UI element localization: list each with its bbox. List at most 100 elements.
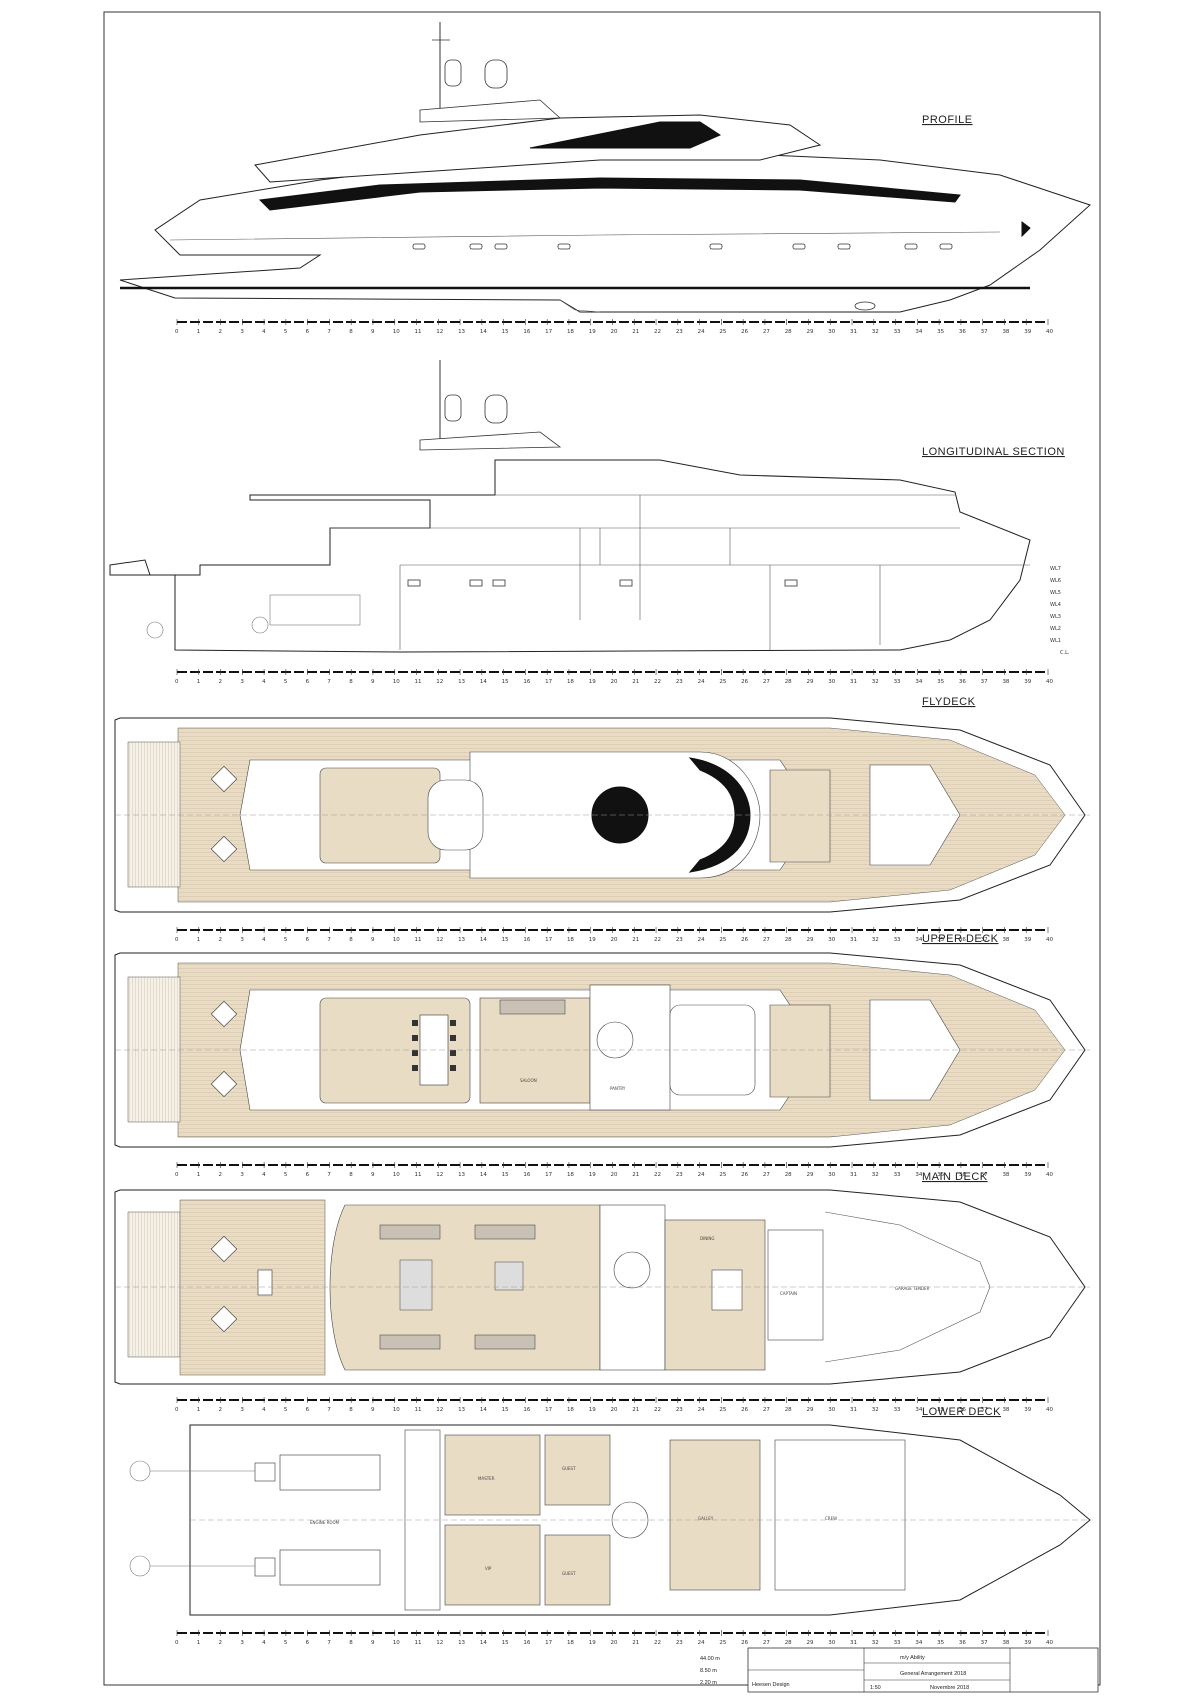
upper-saloon-label: SALOON bbox=[520, 1078, 537, 1083]
ruler-frame-number: 34 bbox=[915, 329, 922, 335]
ruler-frame-number: 11 bbox=[415, 329, 422, 335]
ruler-frame-number: 5 bbox=[284, 679, 288, 685]
ruler-frame-number: 2 bbox=[219, 1172, 223, 1178]
ruler-frame-number: 8 bbox=[349, 329, 353, 335]
ruler-frame-number: 8 bbox=[349, 679, 353, 685]
ruler-frame-number: 30 bbox=[828, 937, 835, 943]
ruler-frame-number: 33 bbox=[894, 1172, 901, 1178]
ruler-frame-number: 36 bbox=[959, 329, 966, 335]
ruler-frame-number: 19 bbox=[589, 329, 596, 335]
ruler-frame-number: 15 bbox=[502, 1172, 509, 1178]
ruler-frame-number: 18 bbox=[567, 1172, 574, 1178]
ruler-frame-number: 4 bbox=[262, 1407, 266, 1413]
ruler-frame-number: 33 bbox=[894, 1640, 901, 1646]
ruler-frame-number: 40 bbox=[1046, 329, 1053, 335]
ruler-frame-number: 19 bbox=[589, 937, 596, 943]
ruler-frame-number: 40 bbox=[1046, 1407, 1053, 1413]
section-portholes bbox=[407, 579, 798, 587]
radar-mast bbox=[419, 22, 562, 123]
ruler-frame-number: 34 bbox=[915, 1640, 922, 1646]
ruler-frame-number: 12 bbox=[436, 679, 443, 685]
ruler-frame-number: 3 bbox=[240, 1172, 244, 1178]
ruler-frame-number: 20 bbox=[611, 1407, 618, 1413]
lower-stair bbox=[611, 1501, 649, 1539]
upper-pantry-label: PANTRY bbox=[610, 1086, 626, 1091]
ruler-frame-number: 29 bbox=[806, 329, 813, 335]
ruler-frame-number: 15 bbox=[502, 1640, 509, 1646]
ruler-frame-number: 21 bbox=[632, 329, 639, 335]
ruler-frame-number: 6 bbox=[306, 329, 310, 335]
ruler-frame-number: 22 bbox=[654, 679, 661, 685]
ruler-frame-number: 2 bbox=[219, 1640, 223, 1646]
ruler-frame-number: 4 bbox=[262, 1640, 266, 1646]
main-swim-platform bbox=[127, 1211, 181, 1358]
ruler-frame-number: 4 bbox=[262, 329, 266, 335]
ruler-frame-number: 16 bbox=[523, 679, 530, 685]
ruler-frame-number: 18 bbox=[567, 679, 574, 685]
ruler-frame-number: 25 bbox=[719, 1407, 726, 1413]
upper-loungers bbox=[210, 1000, 238, 1098]
svg-text:WL7: WL7 bbox=[1050, 566, 1061, 572]
ruler-frame-number: 19 bbox=[589, 1407, 596, 1413]
ruler-frame-number: 8 bbox=[349, 1640, 353, 1646]
ruler-frame-number: 17 bbox=[545, 329, 552, 335]
ruler-frame-number: 19 bbox=[589, 679, 596, 685]
ruler-frame-number: 20 bbox=[611, 1172, 618, 1178]
ruler-frame-number: 33 bbox=[894, 937, 901, 943]
ruler-frame-number: 0 bbox=[175, 679, 179, 685]
ruler-frame-number: 7 bbox=[327, 1407, 331, 1413]
ruler-frame-number: 30 bbox=[828, 679, 835, 685]
ruler-frame-number: 9 bbox=[371, 1172, 375, 1178]
ruler-frame-number: 30 bbox=[828, 1172, 835, 1178]
ruler-frame-number: 10 bbox=[393, 937, 400, 943]
ruler-frame-number: 17 bbox=[545, 937, 552, 943]
ruler-frame-number: 10 bbox=[393, 329, 400, 335]
main-aft-deck bbox=[179, 1199, 326, 1376]
ruler-frame-number: 25 bbox=[719, 679, 726, 685]
ruler-frame-number: 30 bbox=[828, 1407, 835, 1413]
main-deck-plan: MAIN DECK SALOON DINING CAPTAIN GARAGE T… bbox=[114, 1171, 1090, 1413]
ruler-frame-number: 39 bbox=[1024, 1640, 1031, 1646]
upper-sofa bbox=[499, 999, 566, 1015]
ruler-frame-number: 10 bbox=[393, 1640, 400, 1646]
ruler-frame-number: 39 bbox=[1024, 937, 1031, 943]
ruler-frame-number: 12 bbox=[436, 1640, 443, 1646]
ruler-frame-number: 11 bbox=[415, 937, 422, 943]
ruler-frame-number: 26 bbox=[741, 679, 748, 685]
section-mast bbox=[419, 360, 562, 451]
ruler-frame-number: 21 bbox=[632, 679, 639, 685]
lower-vip-cabin bbox=[444, 1524, 541, 1606]
ruler-frame-number: 14 bbox=[480, 329, 487, 335]
ruler-frame-number: 28 bbox=[785, 1172, 792, 1178]
sheet-border bbox=[103, 11, 1101, 1686]
ruler-frame-number: 23 bbox=[676, 329, 683, 335]
ruler-frame-number: 18 bbox=[567, 329, 574, 335]
ruler-frame-number: 38 bbox=[1002, 329, 1009, 335]
ruler-frame-number: 40 bbox=[1046, 679, 1053, 685]
svg-text:WL3: WL3 bbox=[1050, 614, 1061, 620]
ruler-frame-number: 13 bbox=[458, 679, 465, 685]
ruler-frame-number: 6 bbox=[306, 679, 310, 685]
ruler-frame-number: 13 bbox=[458, 1407, 465, 1413]
ruler-frame-number: 3 bbox=[240, 679, 244, 685]
ruler-frame-number: 21 bbox=[632, 1172, 639, 1178]
section-title-profile: PROFILE bbox=[922, 114, 973, 126]
ruler-frame-number: 35 bbox=[937, 937, 944, 943]
ruler-frame-number: 32 bbox=[872, 937, 879, 943]
ruler-frame-number: 34 bbox=[915, 679, 922, 685]
tb-date: Novembre 2018 bbox=[930, 1685, 969, 1691]
ruler-frame-number: 14 bbox=[480, 679, 487, 685]
ruler-frame-number: 30 bbox=[828, 1640, 835, 1646]
section-bulkheads bbox=[399, 495, 881, 650]
flydeck-swim-platform bbox=[127, 741, 181, 888]
ruler-frame-number: 39 bbox=[1024, 1172, 1031, 1178]
ruler-frame-number: 40 bbox=[1046, 1172, 1053, 1178]
ruler-frame-number: 16 bbox=[523, 1640, 530, 1646]
ruler-frame-number: 32 bbox=[872, 1407, 879, 1413]
section-engines bbox=[146, 594, 361, 639]
ruler-frame-number: 37 bbox=[981, 1407, 988, 1413]
